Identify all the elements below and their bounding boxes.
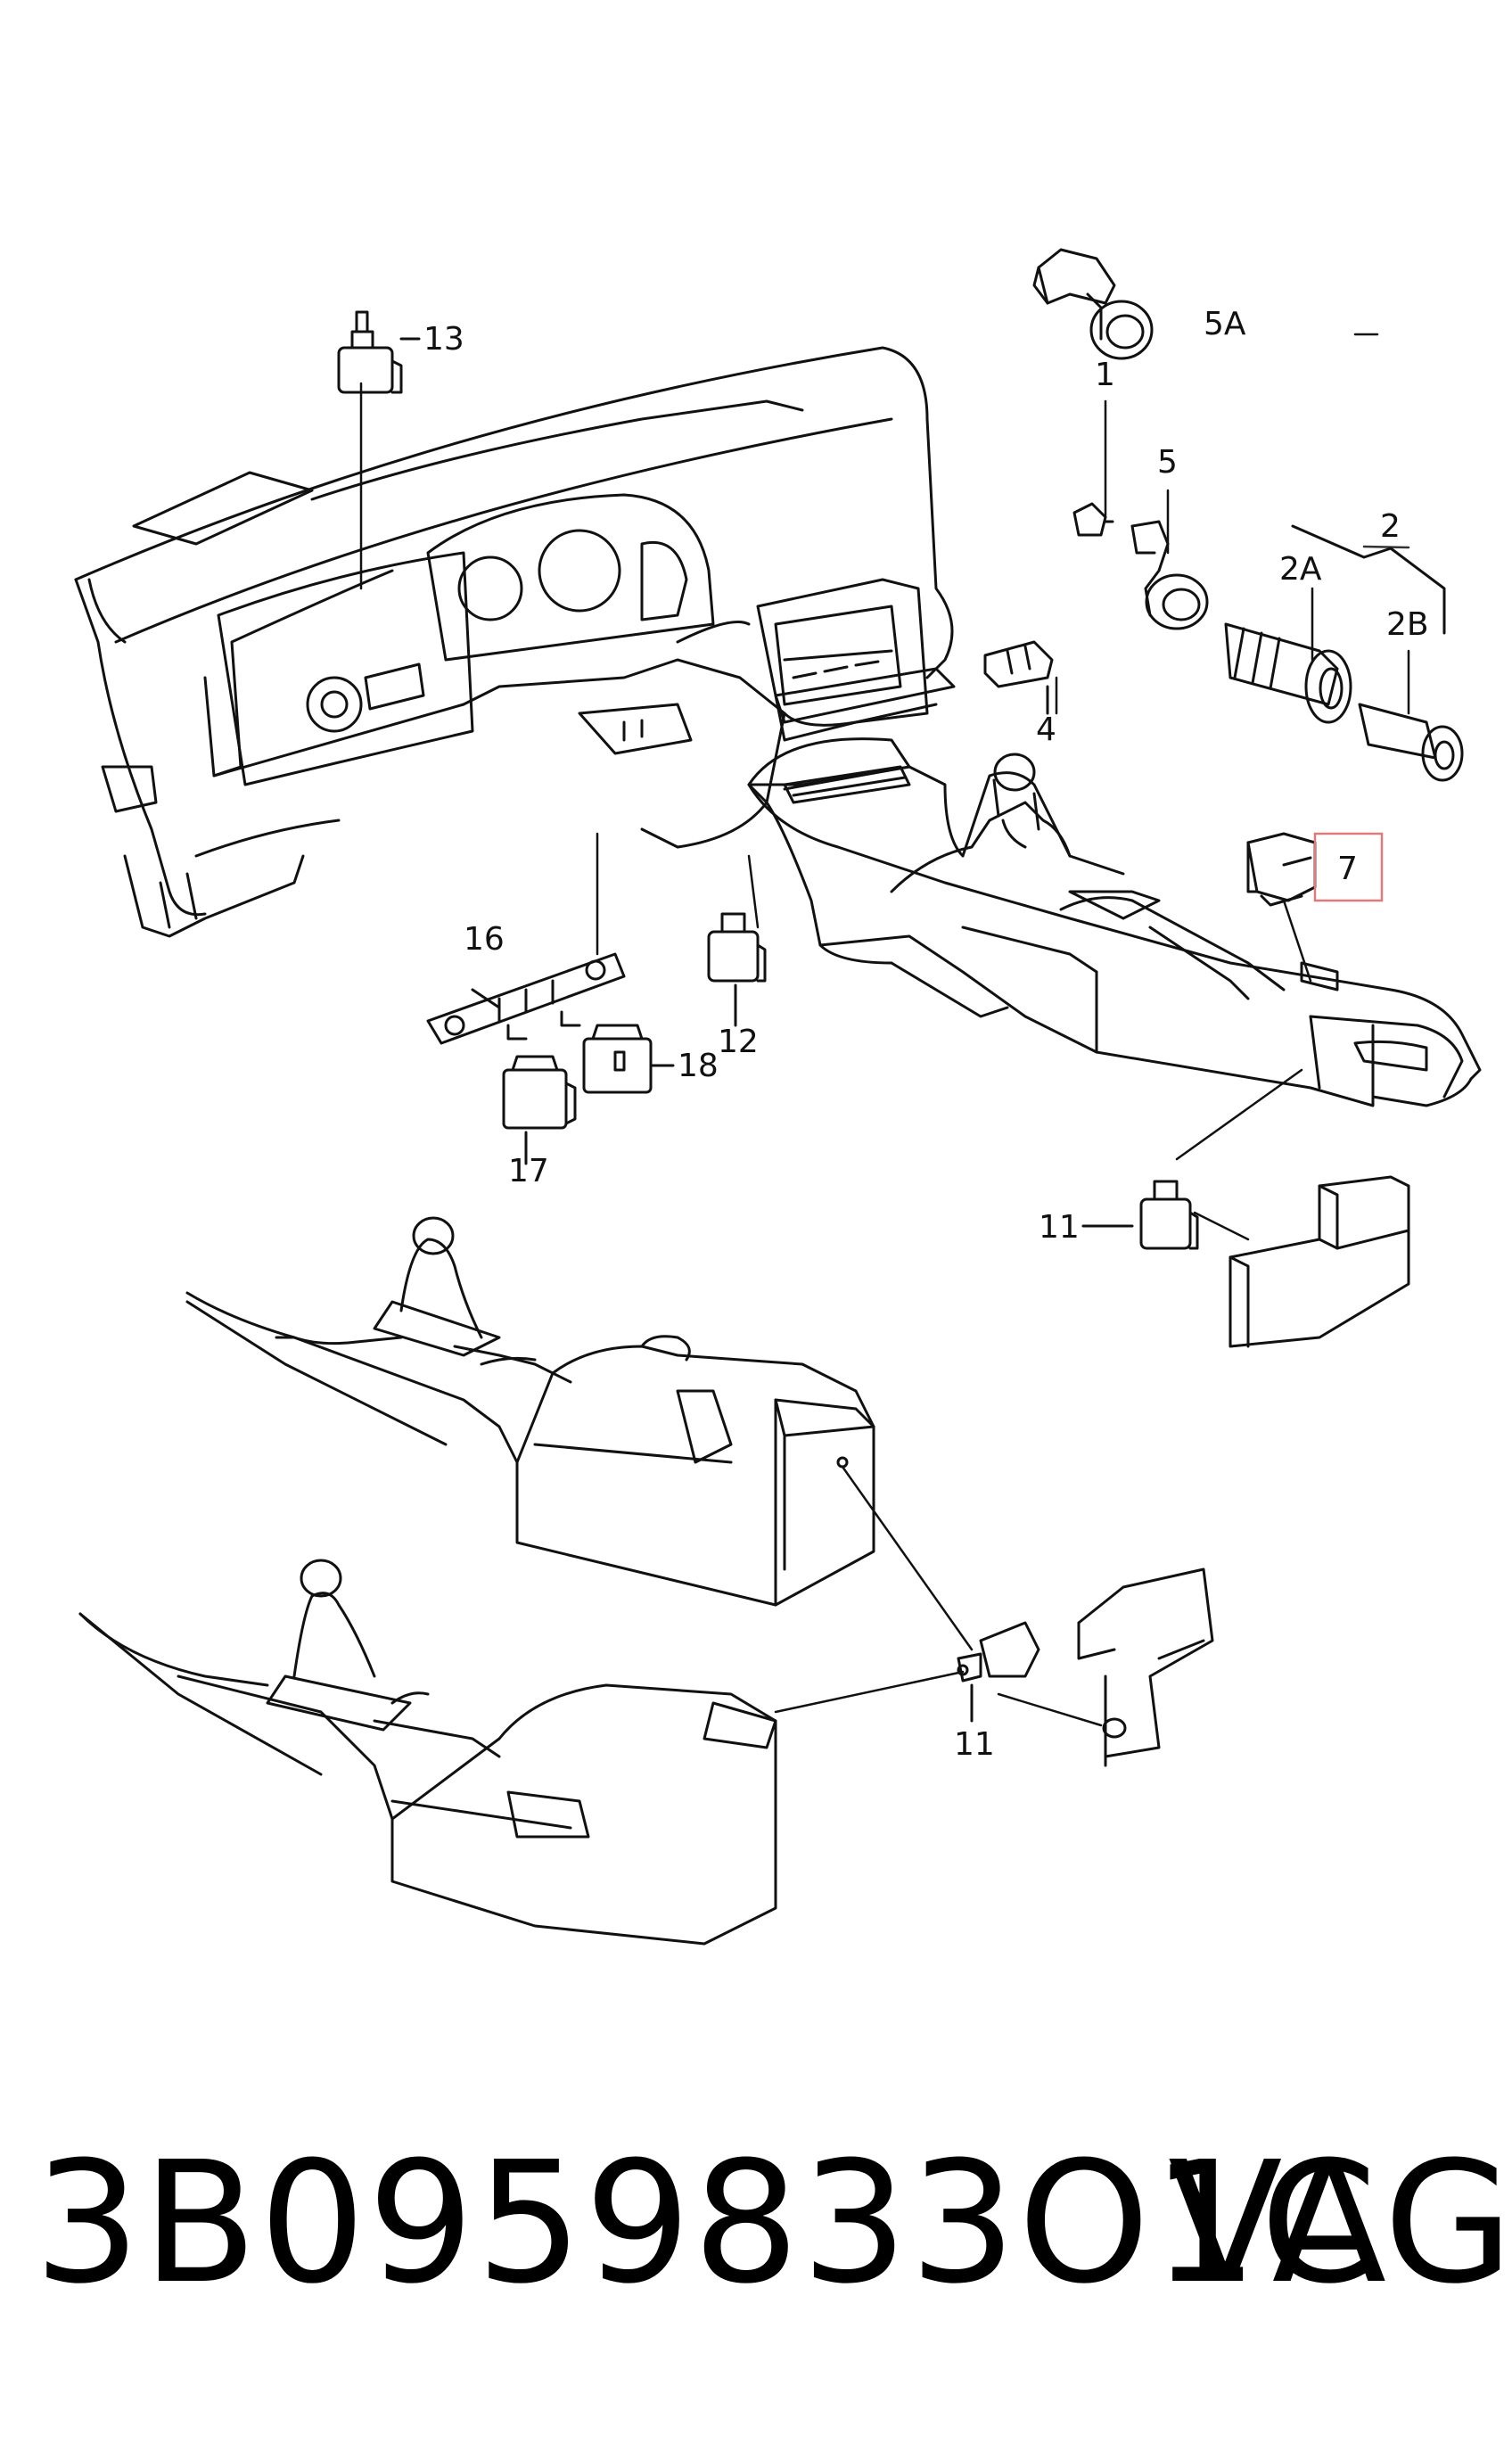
part-5a-lamp-holder <box>1032 248 1154 360</box>
callout-16: 16 <box>464 921 505 958</box>
callout-11-upper: 11 <box>1039 1209 1080 1246</box>
part-17-relay <box>502 1055 577 1165</box>
callout-18: 18 <box>678 1048 719 1084</box>
part-2a-lighter-body <box>1224 622 1352 724</box>
callout-17: 17 <box>508 1153 549 1189</box>
part-11-lower-bracket <box>1077 1567 1214 1767</box>
callout-5: 5 <box>1157 444 1178 481</box>
part-7-socket <box>1246 832 1317 907</box>
center-console-lower <box>78 1559 777 1946</box>
part-2b-lighter-insert <box>1358 703 1464 782</box>
part-11-mounting-block <box>1228 1175 1410 1348</box>
part-5-holder <box>1130 520 1209 630</box>
callout-labels: 13 5A 1 5 2 2A 2B 4 7 16 12 18 17 11 11 <box>423 306 1429 1763</box>
callout-4: 4 <box>1036 712 1056 748</box>
part-number: 3B0959833O1C <box>34 2126 1379 2321</box>
callout-13: 13 <box>423 321 464 358</box>
part-18-relay <box>582 1024 675 1094</box>
part-12-switch <box>707 912 767 1027</box>
part-13-switch <box>337 310 421 394</box>
center-console-middle <box>185 1216 875 1607</box>
callout-2a: 2A <box>1279 551 1322 588</box>
center-console-upper <box>747 737 1482 1107</box>
callout-7-highlight-box <box>1313 832 1384 902</box>
callout-2: 2 <box>1380 508 1401 545</box>
callout-7: 7 <box>1337 851 1358 887</box>
dashboard-illustration <box>74 346 956 938</box>
callout-12: 12 <box>718 1024 759 1060</box>
leader-lines <box>359 333 1410 1727</box>
brand-name: VAG <box>1168 2126 1512 2321</box>
part-4-connector <box>983 640 1054 715</box>
callout-11-lower: 11 <box>954 1726 995 1763</box>
callout-5a: 5A <box>1204 306 1246 342</box>
part-1-bulb <box>1072 502 1114 537</box>
part-11-lower-switch <box>957 1621 1040 1723</box>
callout-2b: 2B <box>1386 606 1429 643</box>
part-2-brace <box>1291 524 1446 635</box>
part-16-bracket <box>426 952 626 1045</box>
part-11-upper-switch <box>1081 1180 1199 1250</box>
callout-1: 1 <box>1095 357 1115 393</box>
